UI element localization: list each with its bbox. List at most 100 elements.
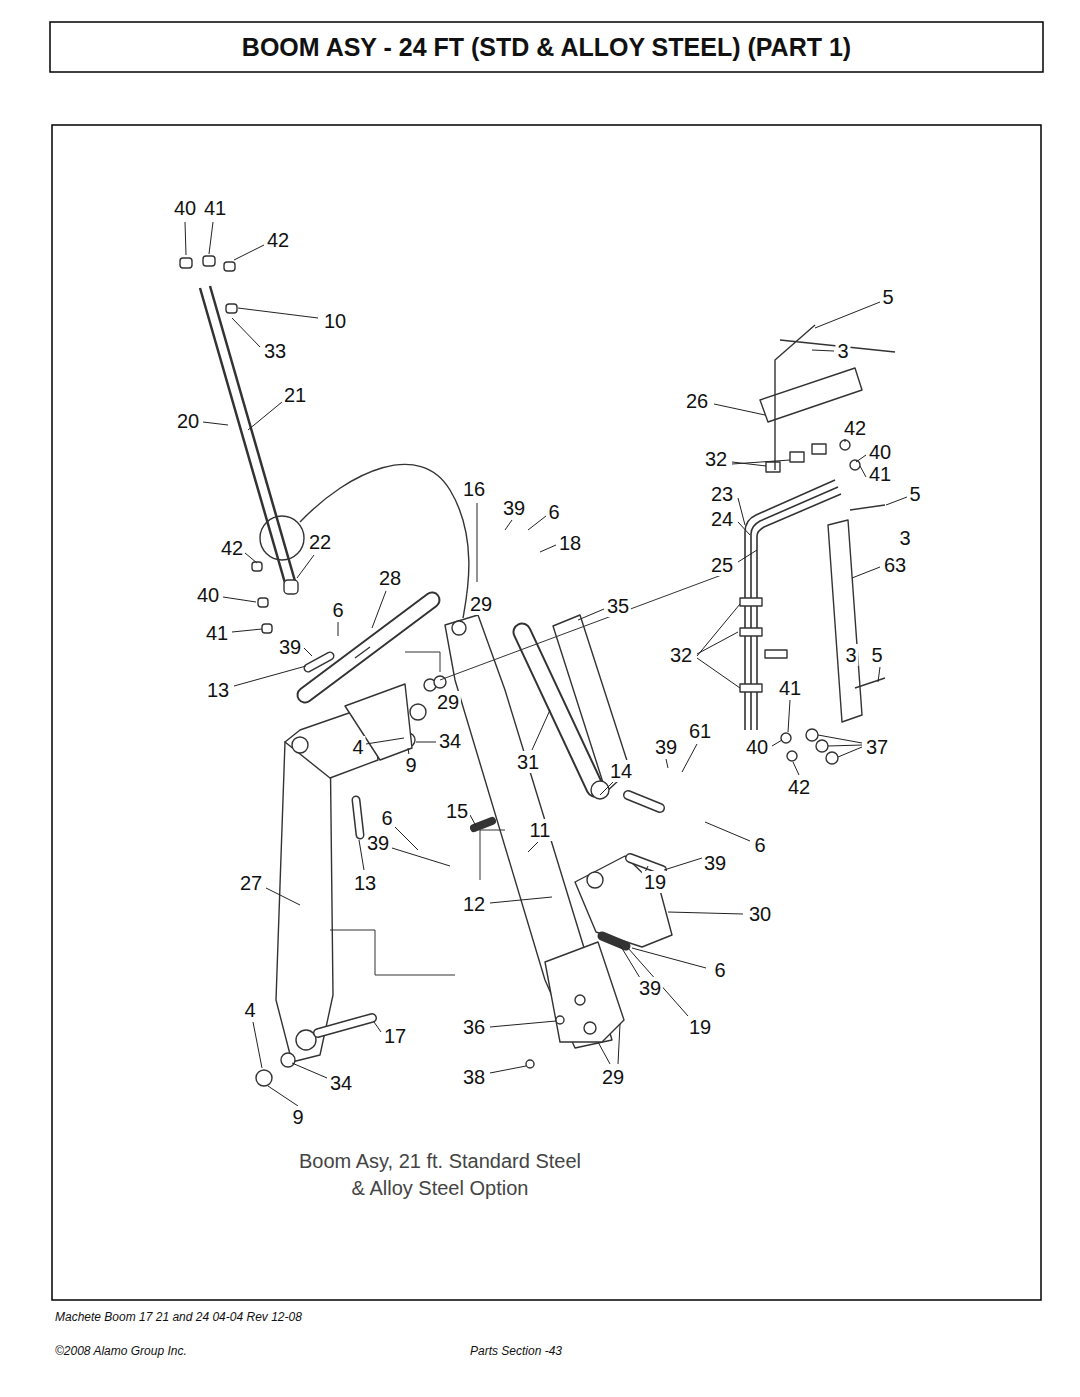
bracket [575,856,672,947]
callout-number: 42 [786,776,812,798]
callout-number: 39 [365,832,391,854]
figure-caption: Boom Asy, 21 ft. Standard Steel & Alloy … [295,1148,585,1202]
pin [602,936,626,946]
boom-gusset [345,684,412,760]
callout-number: 6 [330,599,345,621]
callout-number: 29 [435,691,461,713]
pin-body [630,858,662,870]
callout-number: 28 [377,567,403,589]
callout-number: 29 [468,593,494,615]
callout-number: 6 [712,959,727,981]
callout-number: 34 [328,1072,354,1094]
fitting [258,598,268,607]
bolt [556,1016,564,1024]
clamp [740,598,762,606]
bushing [434,676,446,688]
callout-number: 19 [642,871,668,893]
clamp [740,628,762,636]
callout-number: 63 [882,554,908,576]
callout-number: 19 [687,1016,713,1038]
fitting [203,256,215,266]
callout-number: 41 [867,463,893,485]
pivot [584,1022,596,1034]
outline-line [330,570,735,975]
callout-number: 3 [843,644,858,666]
callout-number: 40 [744,736,770,758]
callout-number: 4 [350,736,365,758]
callout-number: 27 [238,872,264,894]
callout-number: 37 [864,736,890,758]
callout-number: 17 [382,1025,408,1047]
callout-number: 29 [600,1066,626,1088]
pivot [587,872,603,888]
callout-number: 42 [265,229,291,251]
fitting [224,262,235,271]
boom-arm [276,728,333,1062]
callout-number: 30 [747,903,773,925]
pin-body [308,656,330,668]
fitting [781,733,791,743]
nut [526,1060,534,1068]
callout-number: 36 [461,1016,487,1038]
callout-number: 24 [709,508,735,530]
callout-number: 16 [461,478,487,500]
cylinder [305,600,432,695]
fitting [806,729,818,741]
callout-number: 42 [219,537,245,559]
callout-number: 34 [437,730,463,752]
fitting [850,460,860,470]
pin [318,1018,372,1033]
pin [630,858,662,870]
boom-plate [545,942,624,1042]
fitting [180,258,192,268]
pivot [591,781,609,799]
callout-number: 21 [282,384,308,406]
callout-number: 20 [175,410,201,432]
callout-number: 6 [752,834,767,856]
callout-number: 22 [307,531,333,553]
hose-plate [828,520,862,722]
callout-number: 15 [444,800,470,822]
callout-number: 41 [204,622,230,644]
callout-number: 40 [195,584,221,606]
callout-number: 13 [352,872,378,894]
callout-number: 18 [557,532,583,554]
pin-body [356,800,360,835]
callout-number: 6 [546,501,561,523]
callout-number: 5 [907,483,922,505]
frames [50,22,1043,1300]
callout-number: 6 [379,807,394,829]
callout-number: 9 [290,1106,305,1128]
fitting [226,304,237,313]
callout-number: 39 [702,852,728,874]
hose [200,286,297,590]
callout-number: 5 [880,286,895,308]
callout-number: 41 [202,197,228,219]
pivot [292,737,308,753]
pin-body [318,1018,372,1033]
callout-number: 9 [403,754,418,776]
pin [628,795,660,808]
callout-number: 4 [242,999,257,1021]
fitting [816,740,828,752]
callout-number: 39 [653,736,679,758]
callout-number: 38 [461,1066,487,1088]
callout-number: 41 [777,677,803,699]
pivot [452,621,466,635]
cylinder-body [305,600,432,695]
callout-number: 61 [687,720,713,742]
callout-number: 32 [668,644,694,666]
pin [308,656,330,668]
pin-body [628,795,660,808]
callout-number: 35 [605,595,631,617]
bushing [410,704,426,720]
footer-text: Machete Boom 17 21 and 24 04-04 Rev 12-0… [55,1310,302,1324]
callout-number: 11 [528,819,553,841]
callout-number: 14 [608,760,634,782]
fitting [787,751,797,761]
leader-lines [185,222,907,1106]
callout-number: 26 [684,390,710,412]
footer-text: Parts Section -43 [470,1344,562,1358]
fitting [252,562,262,571]
